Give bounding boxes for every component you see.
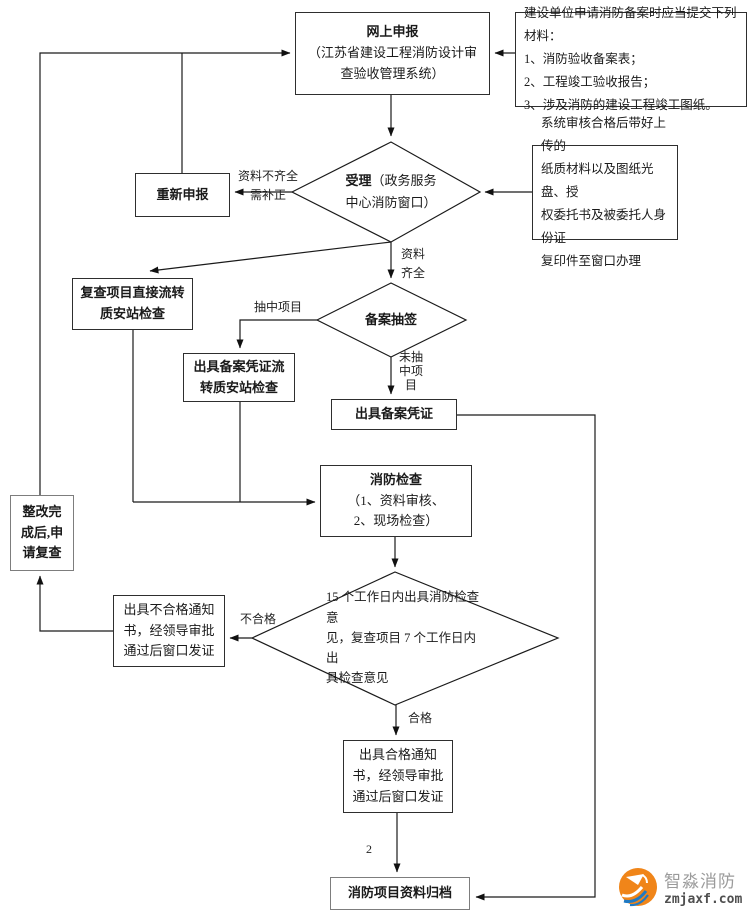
- diamond-lottery-text: 备案抽签: [364, 311, 417, 327]
- diamond-result-text: 15 个工作日内出具消防检查意 见，复查项目 7 个工作日内出 具检查意见: [326, 590, 484, 685]
- label-page-number: 2: [366, 842, 372, 856]
- label-not-selected-line3: 目: [404, 378, 417, 393]
- node-issue-fail-line3: 通过后窗口发证: [123, 643, 215, 659]
- note-materials-line2: 1、消防验收备案表；: [524, 51, 643, 66]
- node-issue-fail-line2: 书，经领导审批: [123, 622, 215, 638]
- edge-fail-to-rectify: [36, 575, 113, 632]
- label-complete: 资料 齐全: [399, 245, 427, 283]
- label-incomplete-line2: 需补正: [249, 188, 286, 203]
- note-sys-audit-line4: 复印件至窗口办理: [541, 254, 642, 269]
- node-recheck-direct: 复查项目直接流转 质安站检查: [72, 278, 193, 330]
- node-recheck-direct-line1: 复查项目直接流转: [80, 285, 185, 301]
- node-issue-cert-transfer: 出具备案凭证流 转质安站检查: [183, 353, 295, 402]
- node-archive-label: 消防项目资料归档: [347, 885, 452, 901]
- note-sys-audit-line2: 纸质材料以及图纸光盘、授: [541, 161, 654, 199]
- diamond-result-line3: 具检查意见: [326, 671, 389, 686]
- node-online-declare: 网上申报 （江苏省建设工程消防设计审 查验收管理系统）: [295, 12, 490, 95]
- node-fire-inspection-title: 消防检查: [369, 471, 422, 487]
- diamond-accept-line2: 中心消防窗口）: [345, 195, 437, 210]
- node-rectify-line2: 成后,申: [20, 524, 64, 540]
- note-sys-audit-line1: 系统审核合格后带好上传的: [541, 115, 667, 153]
- site-logo: 智淼消防 zmjaxf.com: [616, 861, 748, 913]
- diamond-accept-rest: （政务服务: [371, 172, 437, 188]
- node-recheck-direct-line2: 质安站检查: [99, 306, 165, 321]
- note-materials-line4: 3、涉及消防的建设工程竣工图纸。: [524, 98, 718, 113]
- site-logo-icon: [619, 868, 657, 907]
- edge-rectify-to-online: [39, 49, 291, 495]
- node-issue-pass-line1: 出具合格通知: [358, 747, 437, 763]
- edge-lottery-to-certtransfer: [236, 319, 317, 349]
- site-logo-url: zmjaxf.com: [664, 892, 743, 907]
- node-issue-fail: 出具不合格通知 书，经领导审批 通过后窗口发证: [113, 595, 225, 667]
- diamond-accept-text: 受理（政务服务 中心消防窗口）: [306, 152, 476, 232]
- node-rectify-line3: 请复查: [22, 545, 62, 561]
- node-redeclare: 重新申报: [135, 173, 230, 217]
- label-not-selected: 未抽 中项 目: [397, 350, 425, 392]
- site-logo-name: 智淼消防: [664, 872, 736, 892]
- diamond-accept-shape: [290, 141, 482, 243]
- label-pass: 合格: [407, 711, 432, 725]
- node-issue-pass: 出具合格通知 书，经领导审批 通过后窗口发证: [343, 740, 453, 813]
- diamond-accept-bold: 受理: [345, 172, 372, 188]
- diamond-result-line2: 见，复查项目 7 个工作日内出: [326, 630, 477, 666]
- node-online-declare-line2: 查验收管理系统）: [340, 65, 445, 81]
- edge-cert-to-archive: [457, 414, 596, 901]
- note-materials-line3: 2、工程竣工验收报告；: [524, 75, 656, 90]
- label-complete-line2: 齐全: [400, 266, 425, 281]
- label-incomplete-line1: 资料不齐全: [237, 169, 298, 183]
- node-issue-pass-line2: 书，经领导审批: [352, 768, 444, 784]
- diamond-lottery-shape: [315, 282, 468, 358]
- node-issue-fail-line1: 出具不合格通知: [123, 601, 215, 617]
- node-fire-inspection: 消防检查 （1、资料审核、 2、现场检查）: [320, 465, 472, 537]
- label-selected: 抽中项目: [253, 300, 302, 314]
- label-fail: 不合格: [239, 612, 276, 626]
- node-issue-cert-label: 出具备案凭证: [354, 406, 433, 422]
- node-issue-cert-transfer-line2: 转质安站检查: [199, 379, 278, 395]
- node-online-declare-title: 网上申报: [366, 24, 419, 40]
- node-issue-cert: 出具备案凭证: [331, 399, 457, 430]
- diamond-result-shape: [250, 571, 560, 706]
- label-incomplete: 资料不齐全 需补正: [236, 167, 300, 205]
- edge-accept-to-recheck: [149, 241, 392, 274]
- node-archive: 消防项目资料归档: [330, 877, 470, 910]
- node-rectify: 整改完 成后,申 请复查: [10, 495, 74, 571]
- node-issue-pass-line3: 通过后窗口发证: [352, 788, 444, 804]
- node-online-declare-line1: （江苏省建设工程消防设计审: [307, 45, 477, 61]
- node-issue-cert-transfer-line1: 出具备案凭证流: [193, 358, 285, 374]
- note-materials-line1: 建设单位申请消防备案时应当提交下列材料：: [524, 5, 737, 43]
- label-not-selected-line1: 未抽: [398, 350, 423, 364]
- node-rectify-line1: 整改完: [22, 503, 62, 519]
- node-fire-inspection-line2: 2、现场检查）: [353, 513, 439, 529]
- label-complete-line1: 资料: [400, 247, 425, 261]
- label-not-selected-line2: 中项: [398, 364, 423, 379]
- note-sys-audit-line3: 权委托书及被委托人身份证: [541, 208, 667, 246]
- note-sys-audit: 系统审核合格后带好上传的 纸质材料以及图纸光盘、授 权委托书及被委托人身份证 复…: [532, 116, 678, 268]
- node-redeclare-label: 重新申报: [156, 186, 209, 202]
- diamond-result-line1: 15 个工作日内出具消防检查意: [326, 590, 480, 625]
- node-fire-inspection-line1: （1、资料审核、: [347, 492, 445, 508]
- note-materials: 建设单位申请消防备案时应当提交下列材料： 1、消防验收备案表； 2、工程竣工验收…: [515, 6, 747, 112]
